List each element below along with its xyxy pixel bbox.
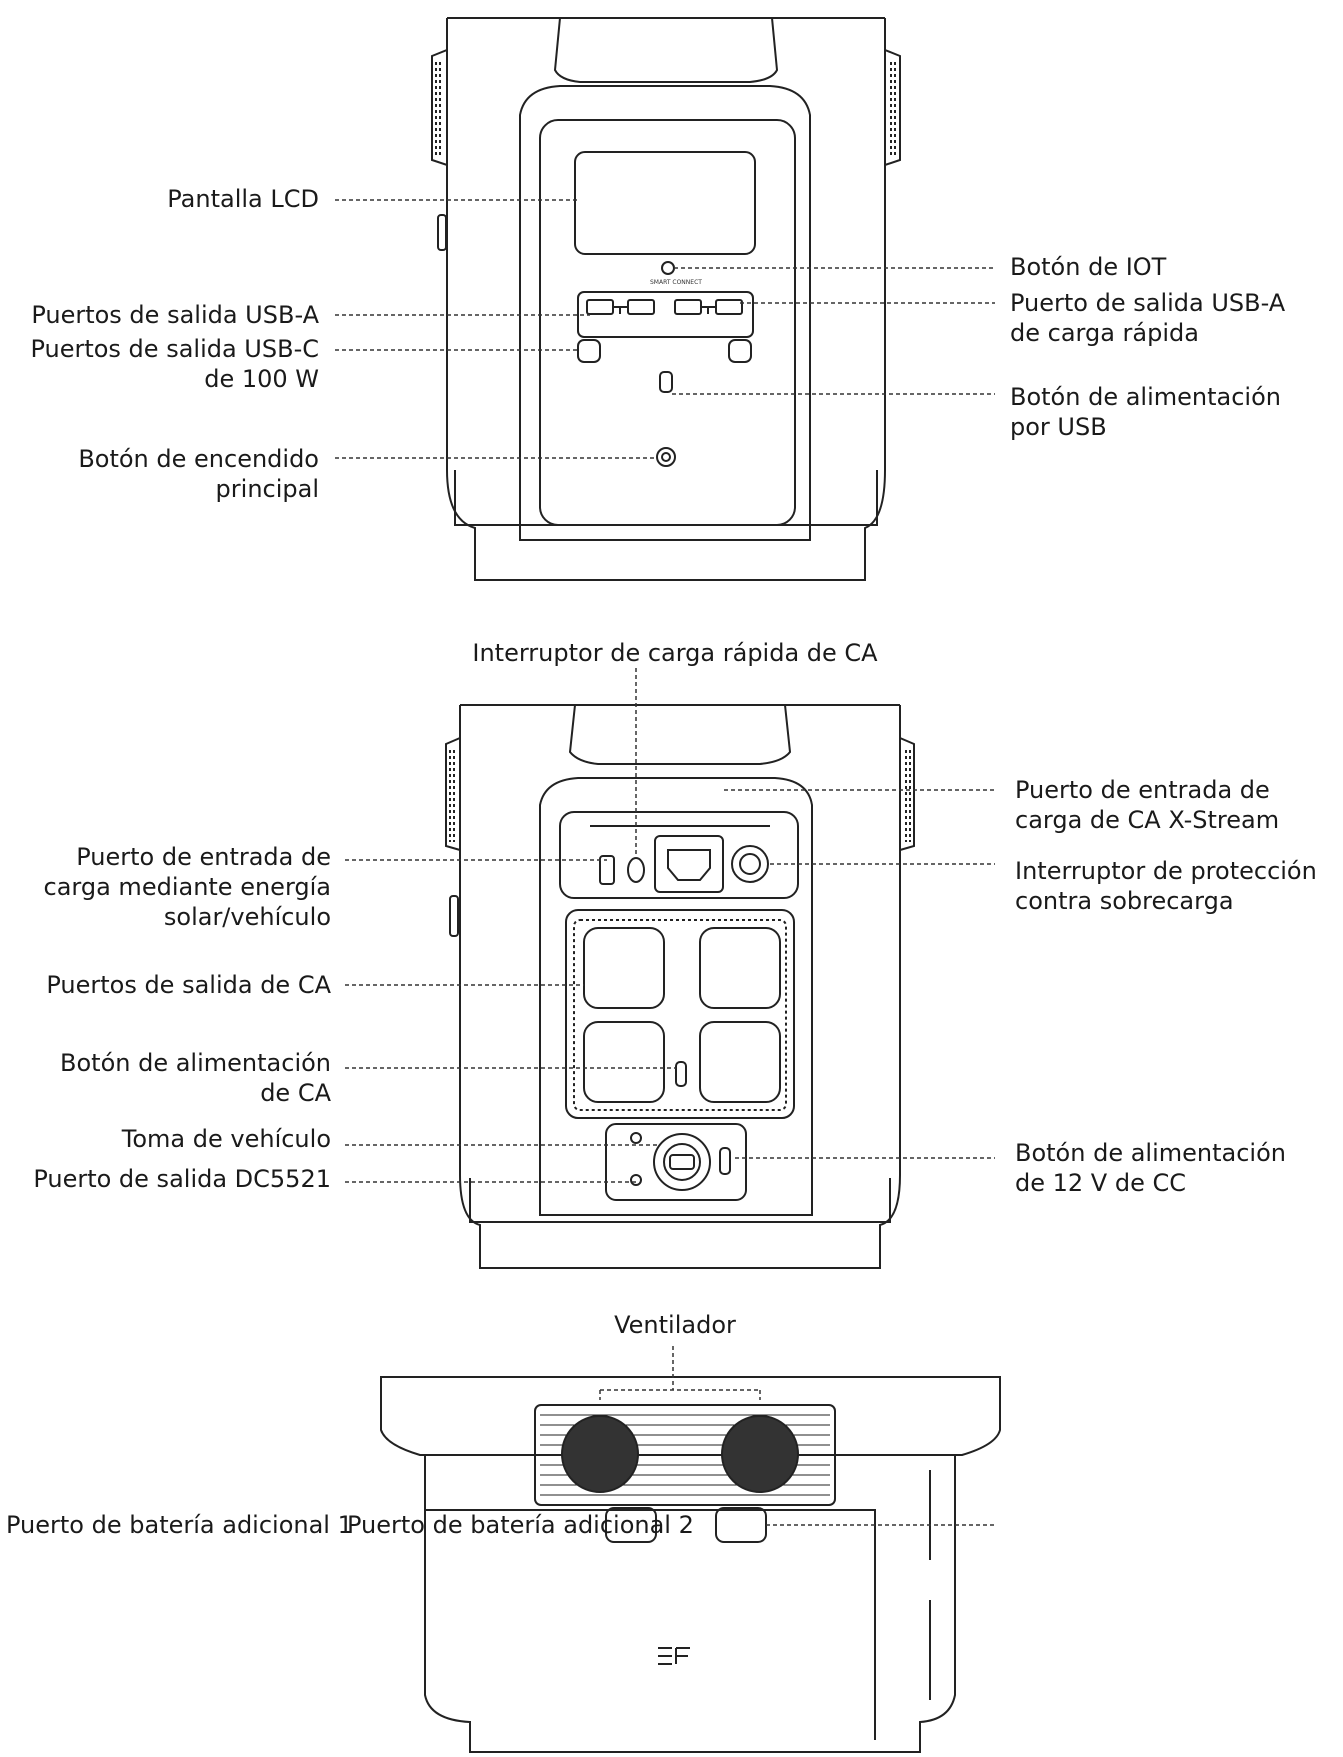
label-car-outlet: Toma de vehículo [121, 1125, 331, 1153]
label-ac-power-button: Botón de alimentación de CA [60, 1049, 331, 1107]
label-ac-xstream-input: Puerto de entrada de carga de CA X-Strea… [1015, 776, 1280, 834]
label-extra-battery-2: Puerto de batería adicional 2 [347, 1511, 694, 1539]
label-ac-outputs: Puertos de salida de CA [46, 971, 331, 999]
label-dc5521-output: Puerto de salida DC5521 [33, 1165, 331, 1193]
label-usb-c-outputs: Puertos de salida USB-C de 100 W [30, 335, 319, 393]
label-usb-a-outputs: Puertos de salida USB-A [31, 301, 319, 329]
label-extra-battery-1: Puerto de batería adicional 1 [6, 1511, 353, 1539]
back-view-device [445, 704, 915, 1269]
ecoflow-logo [658, 1647, 690, 1665]
label-ac-fast-charge-switch: Interruptor de carga rápida de CA [472, 639, 878, 667]
label-lcd-screen: Pantalla LCD [167, 185, 319, 213]
label-iot-button: Botón de IOT [1010, 253, 1167, 281]
label-dc-12v-button: Botón de alimentación de 12 V de CC [1015, 1139, 1286, 1197]
label-usb-power-button: Botón de alimentación por USB [1010, 383, 1281, 441]
label-solar-car-input: Puerto de entrada de carga mediante ener… [43, 843, 331, 931]
side-view-device [380, 1376, 1001, 1753]
label-overload-protector: Interruptor de protección contra sobreca… [1015, 857, 1317, 915]
label-main-power-button: Botón de encendido principal [78, 445, 319, 503]
front-view-device: SMART CONNECT [431, 17, 901, 581]
label-usb-a-fast-output: Puerto de salida USB-A de carga rápida [1010, 289, 1286, 347]
label-fan: Ventilador [614, 1311, 736, 1339]
leader-lines [335, 199, 995, 1526]
svg-text:SMART CONNECT: SMART CONNECT [650, 279, 702, 286]
